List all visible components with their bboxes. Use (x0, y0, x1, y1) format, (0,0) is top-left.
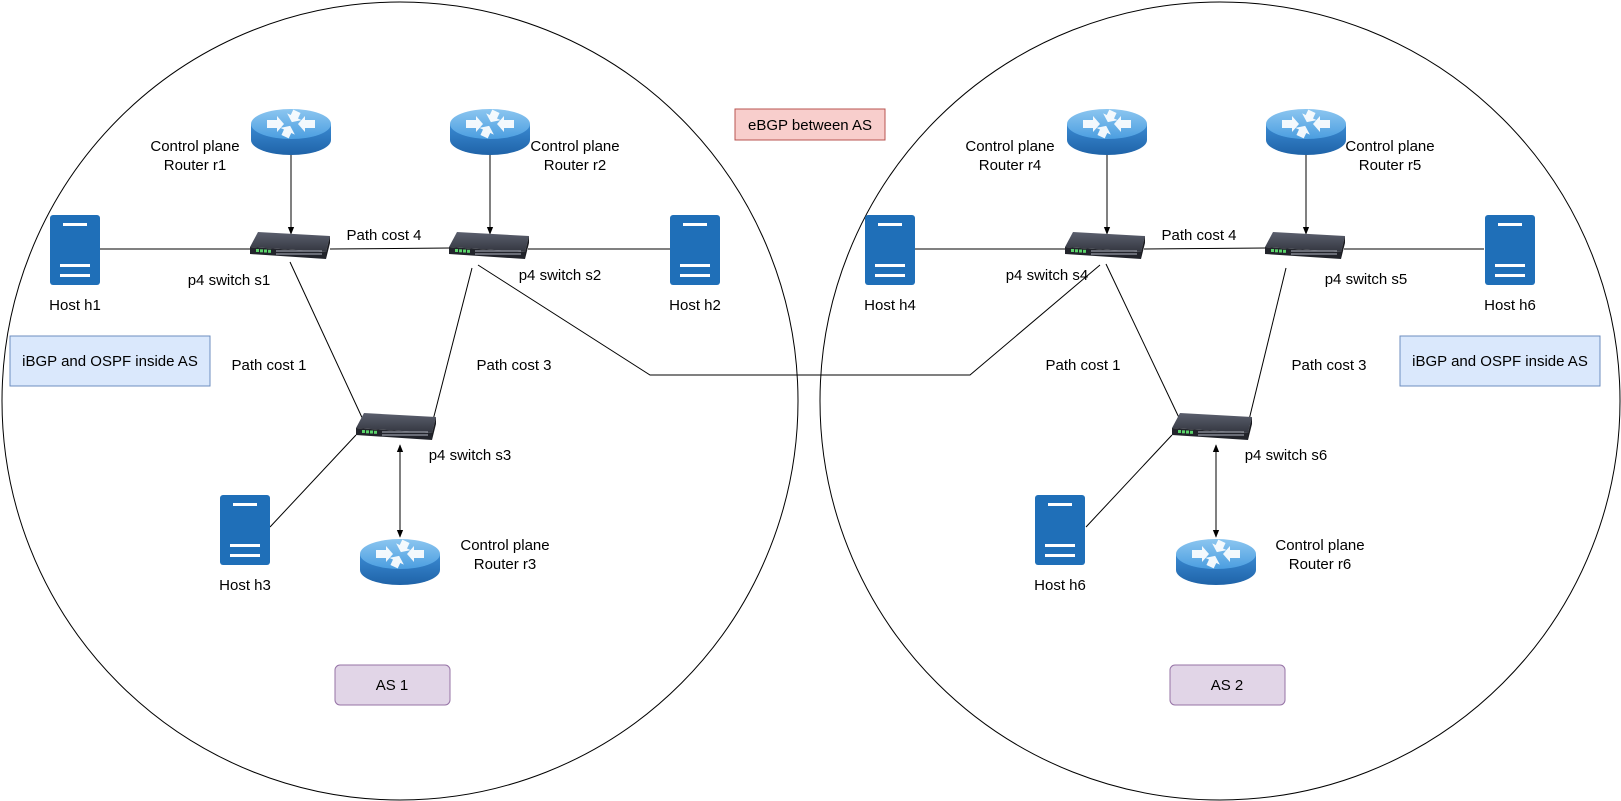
switch-s1-icon (250, 232, 330, 259)
router-r2-icon (450, 107, 530, 155)
host-h6-label: Host h6 (1484, 297, 1536, 314)
switch-s5-icon (1265, 232, 1345, 259)
path-cost-s4-s5: Path cost 4 (1161, 227, 1236, 244)
ebgp-label-box (734, 108, 886, 141)
host-h1-label: Host h1 (49, 297, 101, 314)
link-s4-s6 (1105, 263, 1183, 425)
as2-label: AS 2 (1211, 677, 1244, 694)
router-r6-label-line2: Router r6 (1289, 556, 1352, 573)
ibgp-as2-label: iBGP and OSPF inside AS (1412, 353, 1588, 370)
switch-s3-label: p4 switch s3 (429, 447, 512, 464)
link-s1-s3 (289, 261, 366, 425)
router-r4-label-line1: Control plane (965, 138, 1054, 155)
switch-s1-label: p4 switch s1 (188, 272, 271, 289)
switch-s2-label: p4 switch s2 (519, 267, 602, 284)
router-r3-label-line2: Router r3 (474, 556, 537, 573)
path-cost-s2-s3: Path cost 3 (476, 357, 551, 374)
router-r1-icon (251, 107, 331, 155)
link-s2-s3 (431, 267, 473, 425)
ebgp-label: eBGP between AS (748, 117, 872, 134)
router-r5-label-line2: Router r5 (1359, 157, 1422, 174)
as2-boundary-circle (819, 1, 1621, 801)
link-s4-s5 (1143, 247, 1267, 250)
as1-boundary-circle (1, 1, 799, 801)
as1-label: AS 1 (376, 677, 409, 694)
path-cost-s1-s3: Path cost 1 (231, 357, 306, 374)
link-s2-s4-ebgp (477, 264, 1101, 376)
link-s1-s2 (329, 247, 451, 250)
router-r6-label-line1: Control plane (1275, 537, 1364, 554)
link-s6-h6 (1085, 434, 1173, 528)
router-r5-icon (1266, 107, 1346, 155)
router-r3-label-line1: Control plane (460, 537, 549, 554)
router-r2-label-line1: Control plane (530, 138, 619, 155)
host-h3-label: Host h3 (219, 577, 271, 594)
host-h4-label: Host h4 (864, 297, 916, 314)
router-r6-icon (1176, 537, 1256, 585)
router-r1-label-line2: Router r1 (164, 157, 227, 174)
switch-s4-label: p4 switch s4 (1006, 267, 1089, 284)
router-r4-icon (1067, 107, 1147, 155)
link-s3-h3 (269, 434, 357, 528)
switch-s6-label: p4 switch s6 (1245, 447, 1328, 464)
host-h6-icon (1485, 215, 1535, 285)
switch-s2-icon (449, 232, 529, 259)
ibgp-as1-label: iBGP and OSPF inside AS (22, 353, 198, 370)
path-cost-s1-s2: Path cost 4 (346, 227, 421, 244)
host-h6-lower-label: Host h6 (1034, 577, 1086, 594)
host-h1-icon (50, 215, 100, 285)
router-r4-label-line2: Router r4 (979, 157, 1042, 174)
host-h6-lower-icon (1035, 495, 1085, 565)
as1-label-box (334, 664, 451, 706)
router-r1-label-line1: Control plane (150, 138, 239, 155)
ibgp-as2-box (1399, 335, 1601, 387)
host-h2-icon (670, 215, 720, 285)
router-r2-label-line2: Router r2 (544, 157, 607, 174)
switch-s6-icon (1172, 413, 1252, 440)
host-h3-icon (220, 495, 270, 565)
router-r5-label-line1: Control plane (1345, 138, 1434, 155)
switch-s3-icon (356, 413, 436, 440)
as2-label-box (1169, 664, 1286, 706)
switch-s4-icon (1065, 232, 1145, 259)
ibgp-as1-box (9, 335, 211, 387)
path-cost-s4-s6: Path cost 1 (1045, 357, 1120, 374)
host-h2-label: Host h2 (669, 297, 721, 314)
router-r3-icon (360, 537, 440, 585)
host-h4-icon (865, 215, 915, 285)
switch-s5-label: p4 switch s5 (1325, 271, 1408, 288)
link-s5-s6 (1247, 267, 1287, 425)
path-cost-s5-s6: Path cost 3 (1291, 357, 1366, 374)
